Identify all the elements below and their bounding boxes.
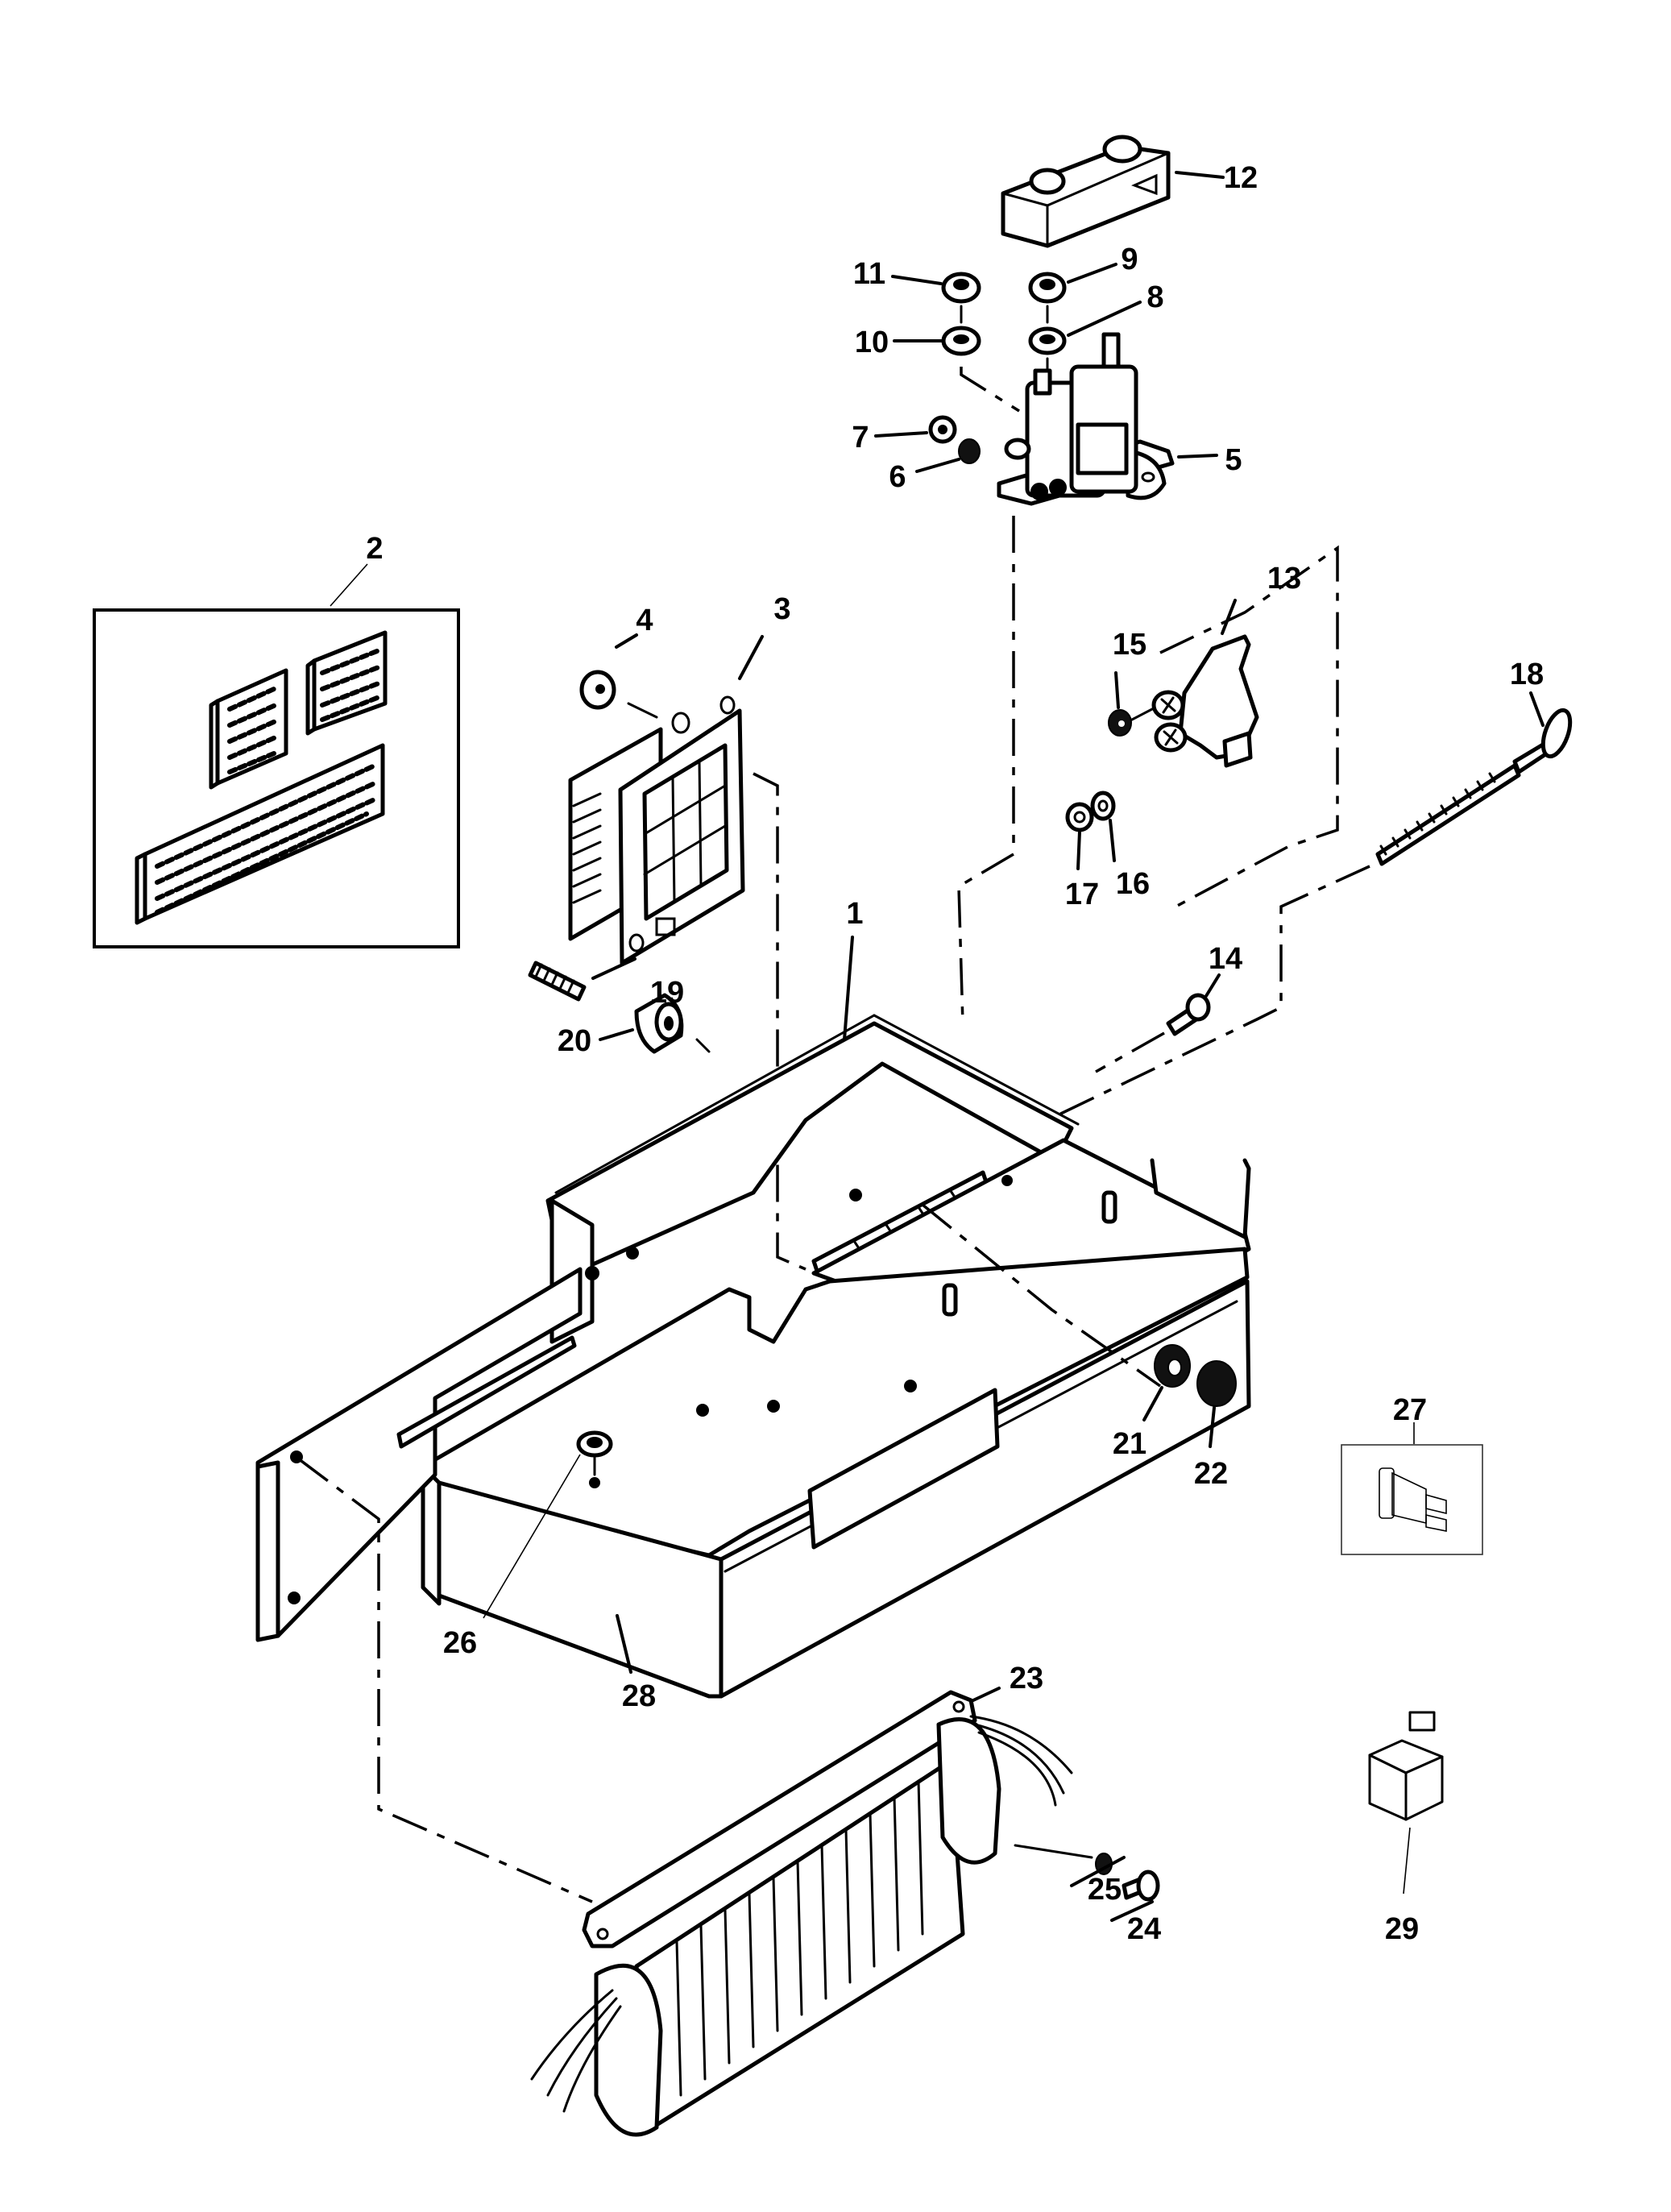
assembly-line-21 [921,1203,1162,1388]
part-25-washer[interactable] [1070,1853,1126,1887]
callout-6[interactable]: 6 [889,460,906,494]
part-19-stud[interactable] [528,957,636,1002]
callout-12[interactable]: 12 [1224,161,1258,195]
callout-20[interactable]: 20 [558,1024,591,1058]
callout-3[interactable]: 3 [773,592,790,626]
spring [1101,1190,1117,1224]
part-26-grommet[interactable] [483,1430,613,1619]
callout-24[interactable]: 24 [1127,1912,1161,1946]
assembly-line-18 [1047,865,1370,1122]
callout-9[interactable]: 9 [1121,243,1138,276]
assembly-line-13 [1159,545,1339,912]
callout-27[interactable]: 27 [1393,1393,1427,1427]
callout-17[interactable]: 17 [1065,878,1099,911]
part-21-washer[interactable] [1142,1344,1191,1421]
part-29-relay[interactable] [1368,1711,1444,1895]
callout-2[interactable]: 2 [366,532,383,566]
decal-small-right [305,630,388,736]
callout-29[interactable]: 29 [1385,1912,1419,1946]
assembly-line-10-5 [960,367,1020,413]
part-7-nut[interactable] [874,415,957,444]
assembly-line-5-1 [957,516,1015,1024]
callout-7[interactable]: 7 [852,421,869,454]
assembly-line-3-1 [753,772,806,1271]
callout-25[interactable]: 25 [1088,1873,1122,1907]
part-4-nut[interactable] [579,633,658,719]
callout-23[interactable]: 23 [1010,1662,1043,1695]
callout-15[interactable]: 15 [1113,628,1146,662]
leader-2 [330,563,368,607]
part-23-control-module[interactable] [530,1687,1073,2137]
part-27-fuse[interactable] [1341,1422,1483,1555]
part-8-lock-washer[interactable] [1028,301,1142,380]
callout-26[interactable]: 26 [443,1626,477,1660]
part-1-mounting-tray[interactable] [255,936,1251,1699]
part-14-screw[interactable] [1095,973,1221,1073]
part-6-lock-washer[interactable] [915,438,981,473]
part-13-circuit-breaker[interactable] [1151,599,1259,768]
callout-18[interactable]: 18 [1510,658,1544,691]
callout-1[interactable]: 1 [846,897,863,931]
callout-8[interactable]: 8 [1146,280,1163,314]
callout-22[interactable]: 22 [1194,1457,1228,1491]
callout-14[interactable]: 14 [1209,942,1242,976]
part-10-lock-washer[interactable] [893,305,981,356]
part-12-terminal-cover[interactable] [1001,135,1225,248]
part-20-spacer[interactable] [599,993,711,1054]
part-22-nut[interactable] [1196,1360,1237,1448]
callout-4[interactable]: 4 [636,604,653,637]
assembly-line-25 [1014,1844,1093,1859]
part-24-bolt[interactable] [1110,1870,1160,1922]
part-16-washer[interactable] [1090,791,1116,862]
callout-10[interactable]: 10 [855,326,889,359]
fuse-frame [1341,1444,1483,1555]
part-5-solenoid[interactable] [997,332,1218,506]
callout-13[interactable]: 13 [1267,562,1301,596]
spring [942,1283,958,1317]
decal-small-left [209,668,288,790]
part-9-nut[interactable] [1028,263,1117,304]
part-2-decal-kit[interactable] [93,563,460,948]
callout-21[interactable]: 21 [1113,1427,1146,1461]
decal-long [135,743,385,925]
part-11-nut[interactable] [891,272,981,304]
callout-19[interactable]: 19 [650,976,684,1010]
part-18-carriage-bolt[interactable] [1375,691,1575,866]
part-28-bracket-label-line [616,1614,632,1674]
assembly-line-1-23 [296,1457,593,1903]
callout-labels: 1 2 3 4 5 6 7 8 9 10 11 12 13 14 15 16 1… [366,161,1544,1946]
callout-28[interactable]: 28 [622,1679,656,1713]
callout-16[interactable]: 16 [1116,867,1150,901]
part-3-electronic-module[interactable] [568,635,764,965]
part-17-nut[interactable] [1065,802,1094,870]
leader-12 [1175,171,1225,179]
callout-5[interactable]: 5 [1225,443,1242,477]
part-15-nut[interactable] [1108,671,1154,737]
callout-11[interactable]: 11 [853,257,885,291]
assembly-line-14 [1095,1031,1165,1073]
